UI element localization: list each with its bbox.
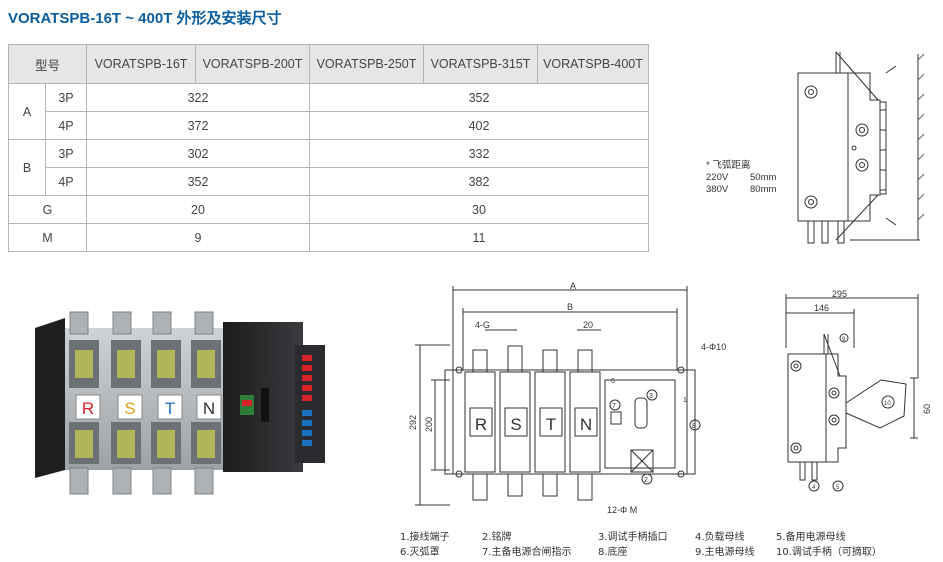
callout-1: 1 [683, 397, 687, 404]
table-row: A 3P 322 352 [8, 83, 649, 140]
header-model: 型号 [8, 44, 87, 84]
header-col-2: VORATSPB-200T [195, 44, 310, 84]
legend-item: 4.负载母线 [695, 532, 745, 543]
front-view-drawing: A B 4-G 20 4-Φ10 12-Φ M 292 200 R S T N … [408, 281, 726, 515]
spec-table: 型号 VORATSPB-16T VORATSPB-200T VORATSPB-2… [8, 44, 649, 252]
phase-label-n-photo: N [203, 399, 215, 418]
callout-9: 9 [842, 337, 846, 343]
table-cell: 302 [86, 139, 310, 168]
side-view-top-drawing [797, 51, 925, 244]
phase-label-r-photo: R [82, 399, 94, 418]
table-cell: 372 [86, 111, 310, 140]
dim-20: 20 [583, 320, 593, 330]
table-header-row: 型号 VORATSPB-16T VORATSPB-200T VORATSPB-2… [8, 44, 649, 84]
dim-60: 60 [922, 404, 932, 414]
legend-item: 5.备用电源母线 [776, 532, 846, 543]
dim-4-phi10: 4-Φ10 [701, 342, 726, 352]
legend-item: 9.主电源母线 [695, 547, 755, 558]
legend-item: 2.铭牌 [482, 532, 512, 543]
table-row: 4P 372 402 [9, 111, 649, 140]
note-title: * 飞弧距离 [706, 160, 751, 171]
legend-item: 10.调试手柄（可摘取） [776, 547, 882, 558]
row-label-g: G [8, 195, 87, 224]
header-col-5: VORATSPB-400T [537, 44, 649, 84]
table-cell: 9 [86, 223, 310, 252]
table-cell: 352 [309, 83, 649, 112]
callout-3: 3 [649, 393, 653, 400]
callout-2: 2 [644, 477, 648, 484]
legend-item: 7.主备电源合闸指示 [482, 547, 572, 558]
legend-item: 8.底座 [598, 547, 628, 558]
table-row: B 3P 302 332 [8, 139, 649, 196]
phase-label-s-photo: S [124, 399, 135, 418]
row-pole: 3P [45, 83, 87, 112]
dim-295: 295 [832, 289, 847, 299]
row-label-a: A [8, 83, 46, 140]
callout-8: 8 [692, 423, 696, 430]
table-cell: 322 [86, 83, 310, 112]
row-pole: 4P [45, 111, 87, 140]
table-row: G 20 30 [8, 195, 649, 224]
table-cell: 11 [309, 223, 649, 252]
dim-a: A [570, 281, 576, 291]
header-col-4: VORATSPB-315T [423, 44, 538, 84]
row-label-m: M [8, 223, 87, 252]
dim-292: 292 [408, 415, 418, 430]
phase-label-n: N [580, 415, 592, 434]
table-cell: 332 [309, 139, 649, 168]
row-pole: 4P [45, 167, 87, 196]
table-cell: 30 [309, 195, 649, 224]
table-cell: 352 [86, 167, 310, 196]
dim-12-phim: 12-Φ M [607, 505, 637, 515]
legend-item: 3.调试手柄插口 [598, 532, 668, 543]
table-cell: 20 [86, 195, 310, 224]
dim-b: B [567, 302, 573, 312]
phase-label-t: T [546, 415, 556, 434]
side-view-bottom-drawing: 295 146 60 9 10 4 5 [785, 289, 932, 492]
header-col-3: VORATSPB-250T [309, 44, 424, 84]
table-row: 4P 352 382 [9, 167, 649, 196]
dim-4g: 4-G [475, 320, 490, 330]
phase-label-r: R [475, 415, 487, 434]
callout-7: 7 [612, 403, 616, 410]
phase-label-s: S [510, 415, 521, 434]
callout-4: 4 [812, 485, 816, 491]
table-cell: 382 [309, 167, 649, 196]
dim-200: 200 [424, 417, 434, 432]
page-title: VORATSPB-16T ~ 400T 外形及安装尺寸 [8, 10, 282, 27]
phase-label-t-photo: T [165, 399, 175, 418]
header-col-1: VORATSPB-16T [86, 44, 196, 84]
callout-10: 10 [884, 401, 891, 407]
callout-5: 5 [836, 485, 840, 491]
row-pole: 3P [45, 139, 87, 168]
table-row: M 9 11 [8, 223, 649, 252]
callout-6: 6 [611, 378, 615, 385]
legend-item: 6.灭弧罩 [400, 547, 440, 558]
product-photo: R S T N [35, 311, 325, 495]
legend-item: 1.接线端子 [400, 532, 450, 543]
table-cell: 402 [309, 111, 649, 140]
dim-146: 146 [814, 303, 829, 313]
row-label-b: B [8, 139, 46, 196]
